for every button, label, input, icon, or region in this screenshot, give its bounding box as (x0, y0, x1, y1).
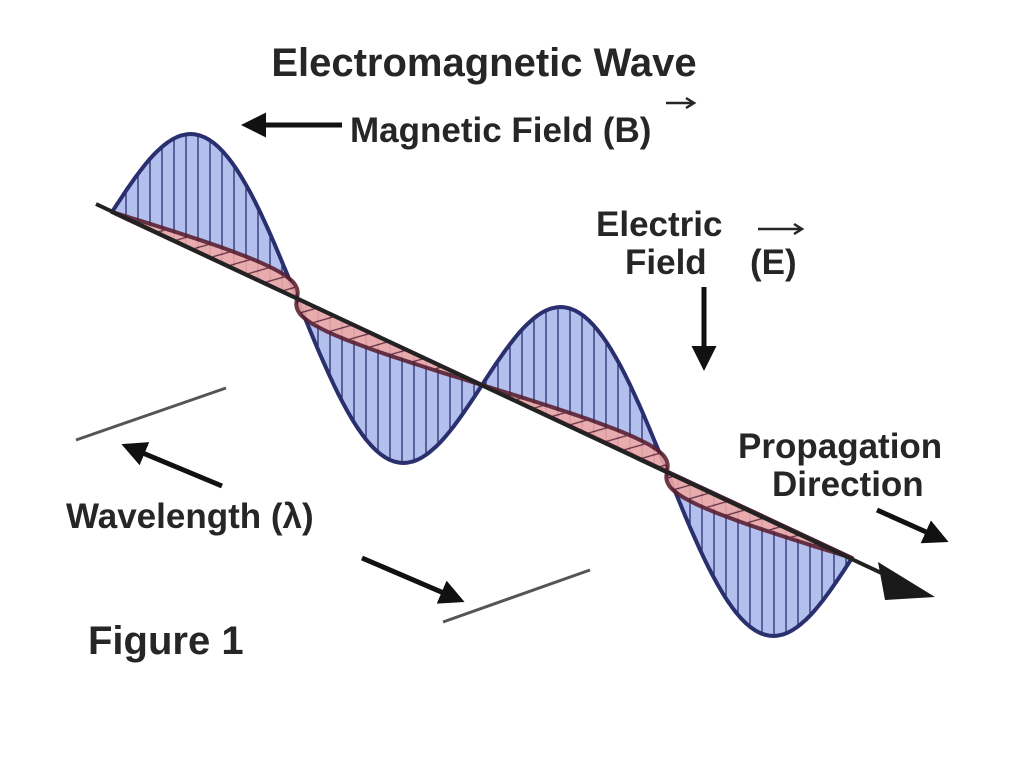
electric-vector-bar-tip (793, 222, 805, 236)
propagation-direction-label-line1: Propagation (738, 427, 942, 466)
propagation-pointer-arrow (875, 507, 949, 544)
wavelength-marker-line-left (75, 386, 227, 442)
electric-field-label-line1: Electric (596, 205, 722, 244)
propagation-axis (95, 202, 893, 580)
diagram-title: Electromagnetic Wave (271, 41, 696, 85)
figure-label: Figure 1 (88, 619, 244, 663)
electric-field-symbol: (E) (750, 243, 797, 282)
electric-field-label-line2: Field (625, 243, 707, 282)
wavelength-pointer-arrow-left (121, 442, 223, 489)
wavelength-label: Wavelength (λ) (66, 497, 314, 536)
propagation-direction-label-line2: Direction (772, 465, 924, 504)
magnetic-field-label: Magnetic Field (B) (350, 111, 651, 150)
wavelength-marker-line-right (442, 568, 591, 624)
wavelength-pointer-arrow-right (361, 555, 465, 604)
magnetic-vector-bar-tip (685, 96, 697, 110)
propagation-arrowhead (878, 562, 935, 600)
